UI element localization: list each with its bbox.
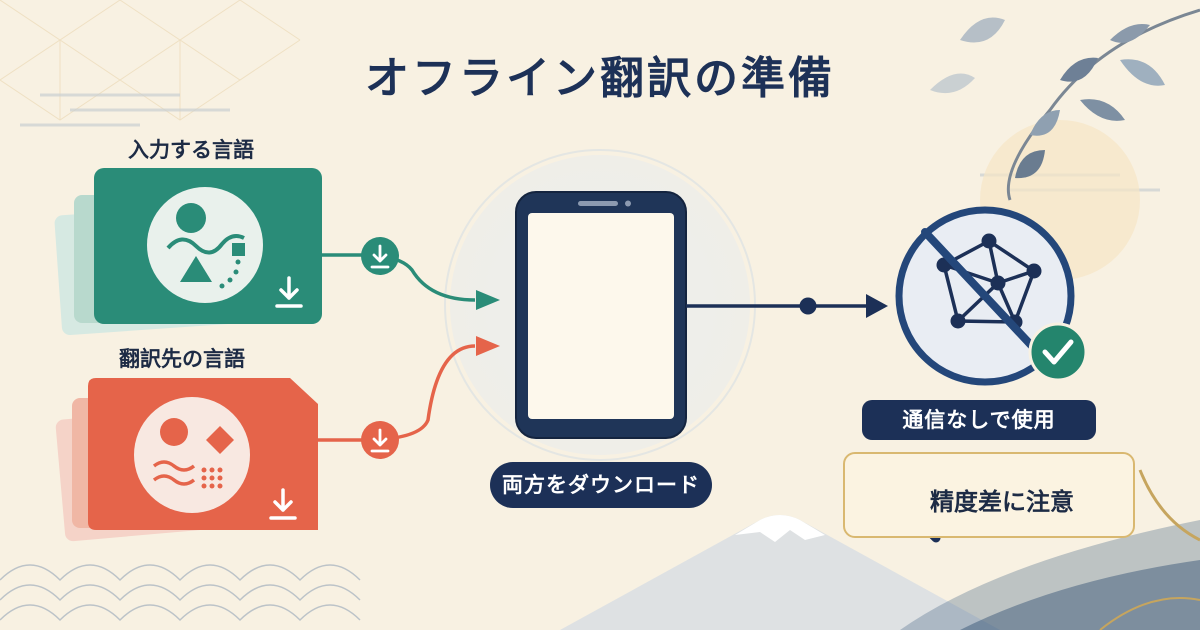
offline-arrow bbox=[686, 294, 888, 318]
source-language-label: 入力する言語 bbox=[128, 138, 254, 162]
source-language-card bbox=[54, 168, 322, 335]
target-download-arrow bbox=[318, 336, 500, 459]
offline-use-badge: 通信なしで使用 bbox=[862, 400, 1096, 440]
asanoha-pattern bbox=[0, 0, 301, 121]
download-icon bbox=[275, 276, 303, 308]
wave-pattern-left bbox=[0, 564, 361, 622]
target-language-card bbox=[55, 378, 318, 542]
download-both-badge: 両方をダウンロード bbox=[490, 462, 712, 508]
source-download-arrow bbox=[322, 237, 500, 310]
page-title: オフライン翻訳の準備 bbox=[365, 53, 835, 104]
check-icon bbox=[1028, 322, 1088, 382]
caution-box bbox=[843, 452, 1135, 538]
no-network-icon bbox=[895, 206, 1075, 386]
target-language-label: 翻訳先の言語 bbox=[119, 347, 245, 371]
caution-label: 精度差に注意 bbox=[930, 488, 1074, 516]
download-icon bbox=[269, 488, 297, 520]
wave-pattern-right bbox=[900, 469, 1200, 630]
mountain-decoration bbox=[560, 515, 1000, 630]
leaves-decoration bbox=[930, 8, 1200, 201]
tablet-icon bbox=[515, 191, 687, 439]
